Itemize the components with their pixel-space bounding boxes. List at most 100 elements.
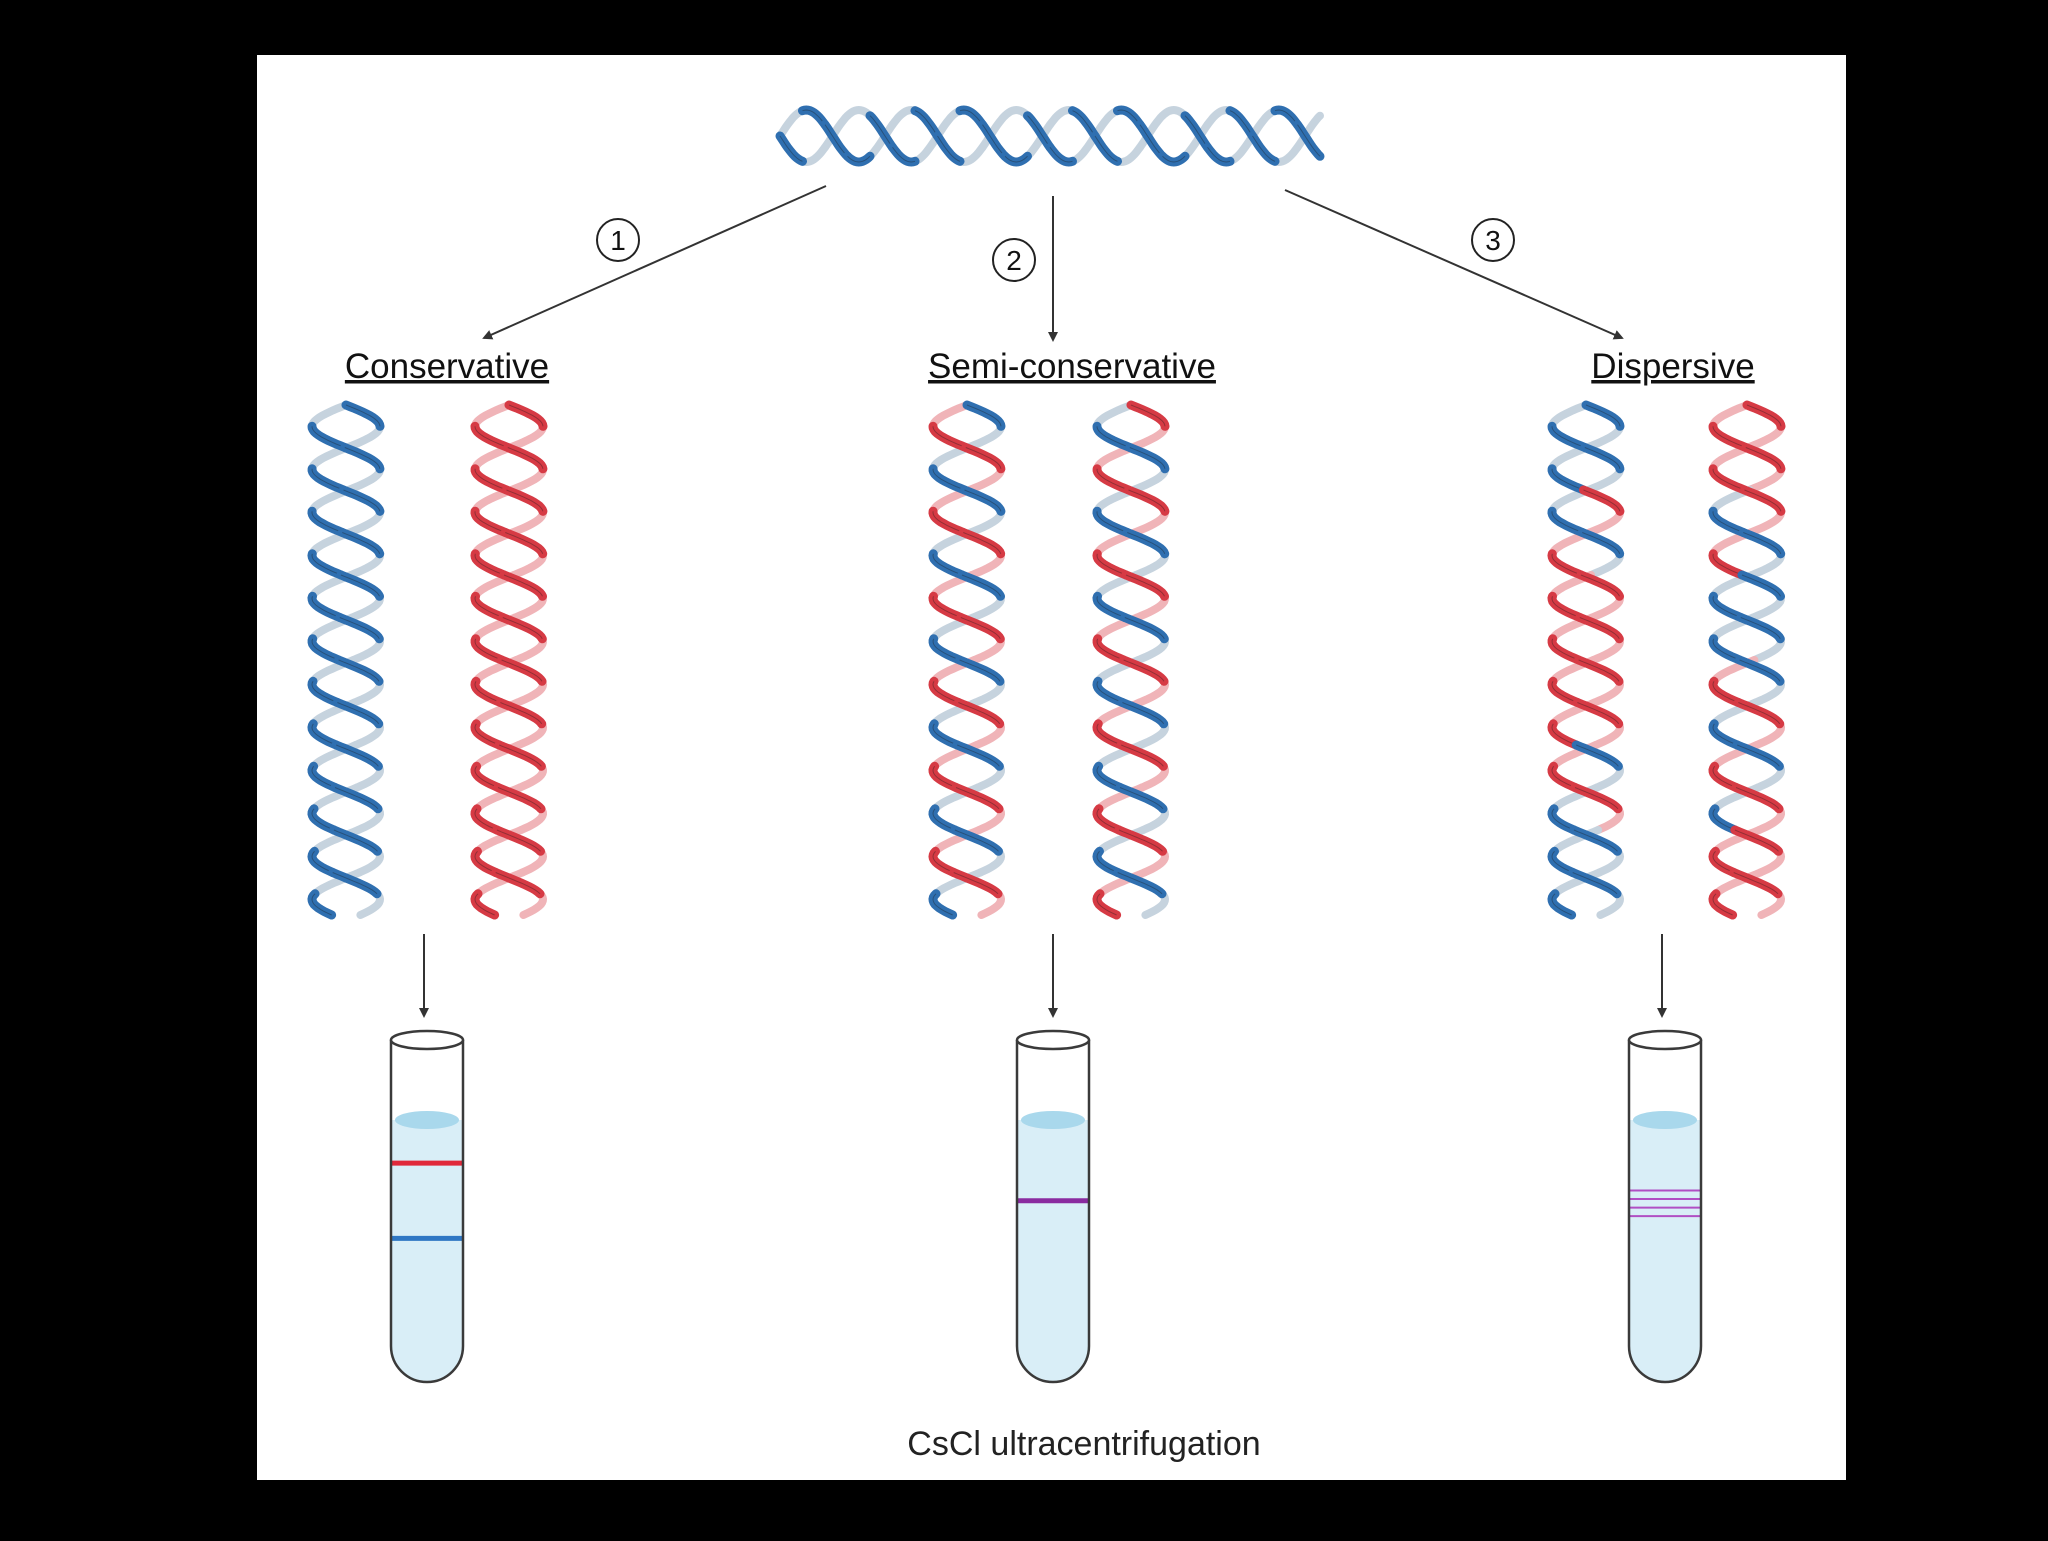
strand-b-segment [958, 528, 1006, 559]
strand-outline [1297, 124, 1321, 157]
strand-outline [959, 109, 983, 126]
strand-a-segment [307, 889, 337, 920]
strand-outline [474, 596, 503, 618]
strand-b-segment [1568, 868, 1622, 899]
strand-b-segment [1547, 761, 1580, 792]
strand-outline [337, 702, 380, 725]
strand-a-segment [307, 719, 341, 750]
strand-outline [1118, 829, 1163, 852]
strand-b-segment [491, 868, 545, 899]
strand-a-segment [1293, 120, 1325, 161]
strand-b-segment [503, 443, 548, 474]
tube-meniscus [1021, 1111, 1085, 1129]
tube-rim [389, 1029, 465, 1051]
strand-outline [1551, 638, 1579, 661]
strand-a-segment [1740, 485, 1786, 516]
strand-b-segment [1547, 846, 1578, 877]
strand-outline [1004, 155, 1028, 163]
strand-a-segment [955, 655, 1005, 686]
strand-a-segment [1068, 106, 1100, 141]
strand-b-segment [1575, 613, 1624, 644]
strand-outline [342, 532, 381, 555]
strand-outline [474, 681, 501, 703]
strand-outline [1585, 404, 1621, 427]
strand-a-segment [1092, 719, 1126, 750]
parent-dna-helix [775, 105, 1325, 167]
strand-a-segment [1092, 464, 1133, 495]
strand-a-segment [341, 400, 385, 431]
strand-outline [1712, 553, 1743, 576]
strand-outline [932, 723, 958, 746]
strand-outline [932, 766, 957, 788]
arrow-to-conservative [482, 185, 827, 340]
strand-a-segment [1126, 400, 1170, 431]
strand-b-segment [928, 761, 961, 792]
strand-outline [1712, 723, 1738, 746]
strand-outline [932, 426, 966, 448]
strand-a-segment [843, 105, 874, 120]
strand-b-segment [495, 698, 547, 729]
strand-outline [1712, 808, 1736, 831]
step-number-3: 3 [1485, 225, 1501, 256]
strand-a-segment [1708, 889, 1738, 920]
strand-b-segment [843, 151, 875, 167]
strand-a-segment [1121, 570, 1169, 601]
strand-a-segment [1579, 485, 1625, 516]
strand-outline [311, 468, 344, 491]
strand-outline [1096, 553, 1127, 576]
dispersive-helix-1 [1547, 400, 1625, 920]
strand-outline [311, 808, 335, 831]
strand-a-segment [1735, 655, 1785, 686]
label-conservative: Conservative [345, 347, 549, 386]
strand-outline [500, 702, 543, 725]
strand-outline [932, 681, 959, 703]
strand-outline [1712, 638, 1740, 661]
strand-a-segment [955, 105, 987, 130]
strand-outline [1229, 110, 1253, 137]
strand-b-segment [1708, 846, 1739, 877]
strand-b-segment [866, 120, 897, 161]
strand-outline [1124, 617, 1165, 640]
strand-a-segment [1090, 131, 1122, 166]
strand-outline [1551, 808, 1575, 831]
strand-b-segment [1113, 868, 1167, 899]
strand-outline [824, 124, 848, 157]
strand-outline [963, 532, 1002, 555]
strand-outline [474, 850, 496, 873]
strand-b-segment [1547, 506, 1587, 537]
strand-outline [958, 702, 1001, 725]
strand-b-segment [978, 111, 1009, 152]
step-marker-1: 1 [596, 218, 640, 262]
caption: CsCl ultracentrifugation [907, 1425, 1260, 1463]
strand-b-segment [1045, 142, 1077, 167]
strand-a-segment [1708, 719, 1742, 750]
strand-outline [1733, 872, 1779, 895]
strand-b-segment [928, 421, 971, 452]
strand-outline [914, 110, 938, 137]
strand-b-segment [470, 676, 505, 707]
strand-a-segment [1203, 142, 1235, 167]
strand-b-segment [470, 506, 510, 537]
strand-outline [1741, 574, 1781, 597]
strand-outline [964, 489, 1002, 512]
strand-outline [1712, 893, 1733, 916]
strand-b-segment [1023, 111, 1055, 152]
strand-outline [311, 893, 332, 916]
strand-a-segment [1574, 655, 1624, 686]
strand-a-segment [504, 400, 548, 431]
strand-a-segment [470, 719, 504, 750]
strand-outline [311, 681, 338, 703]
strand-a-segment [928, 804, 960, 835]
strand-b-segment [798, 105, 830, 130]
strand-b-segment [1092, 591, 1130, 622]
strand-outline [932, 468, 965, 491]
strand-outline [1735, 787, 1780, 810]
strand-b-segment [910, 106, 942, 141]
strand-outline [333, 829, 378, 852]
strand-b-segment [1736, 613, 1785, 644]
strand-a-segment [1092, 549, 1131, 580]
strand-b-segment [493, 783, 546, 814]
strand-outline [961, 574, 1001, 597]
strand-outline [954, 829, 999, 852]
strand-a-segment [470, 804, 502, 835]
